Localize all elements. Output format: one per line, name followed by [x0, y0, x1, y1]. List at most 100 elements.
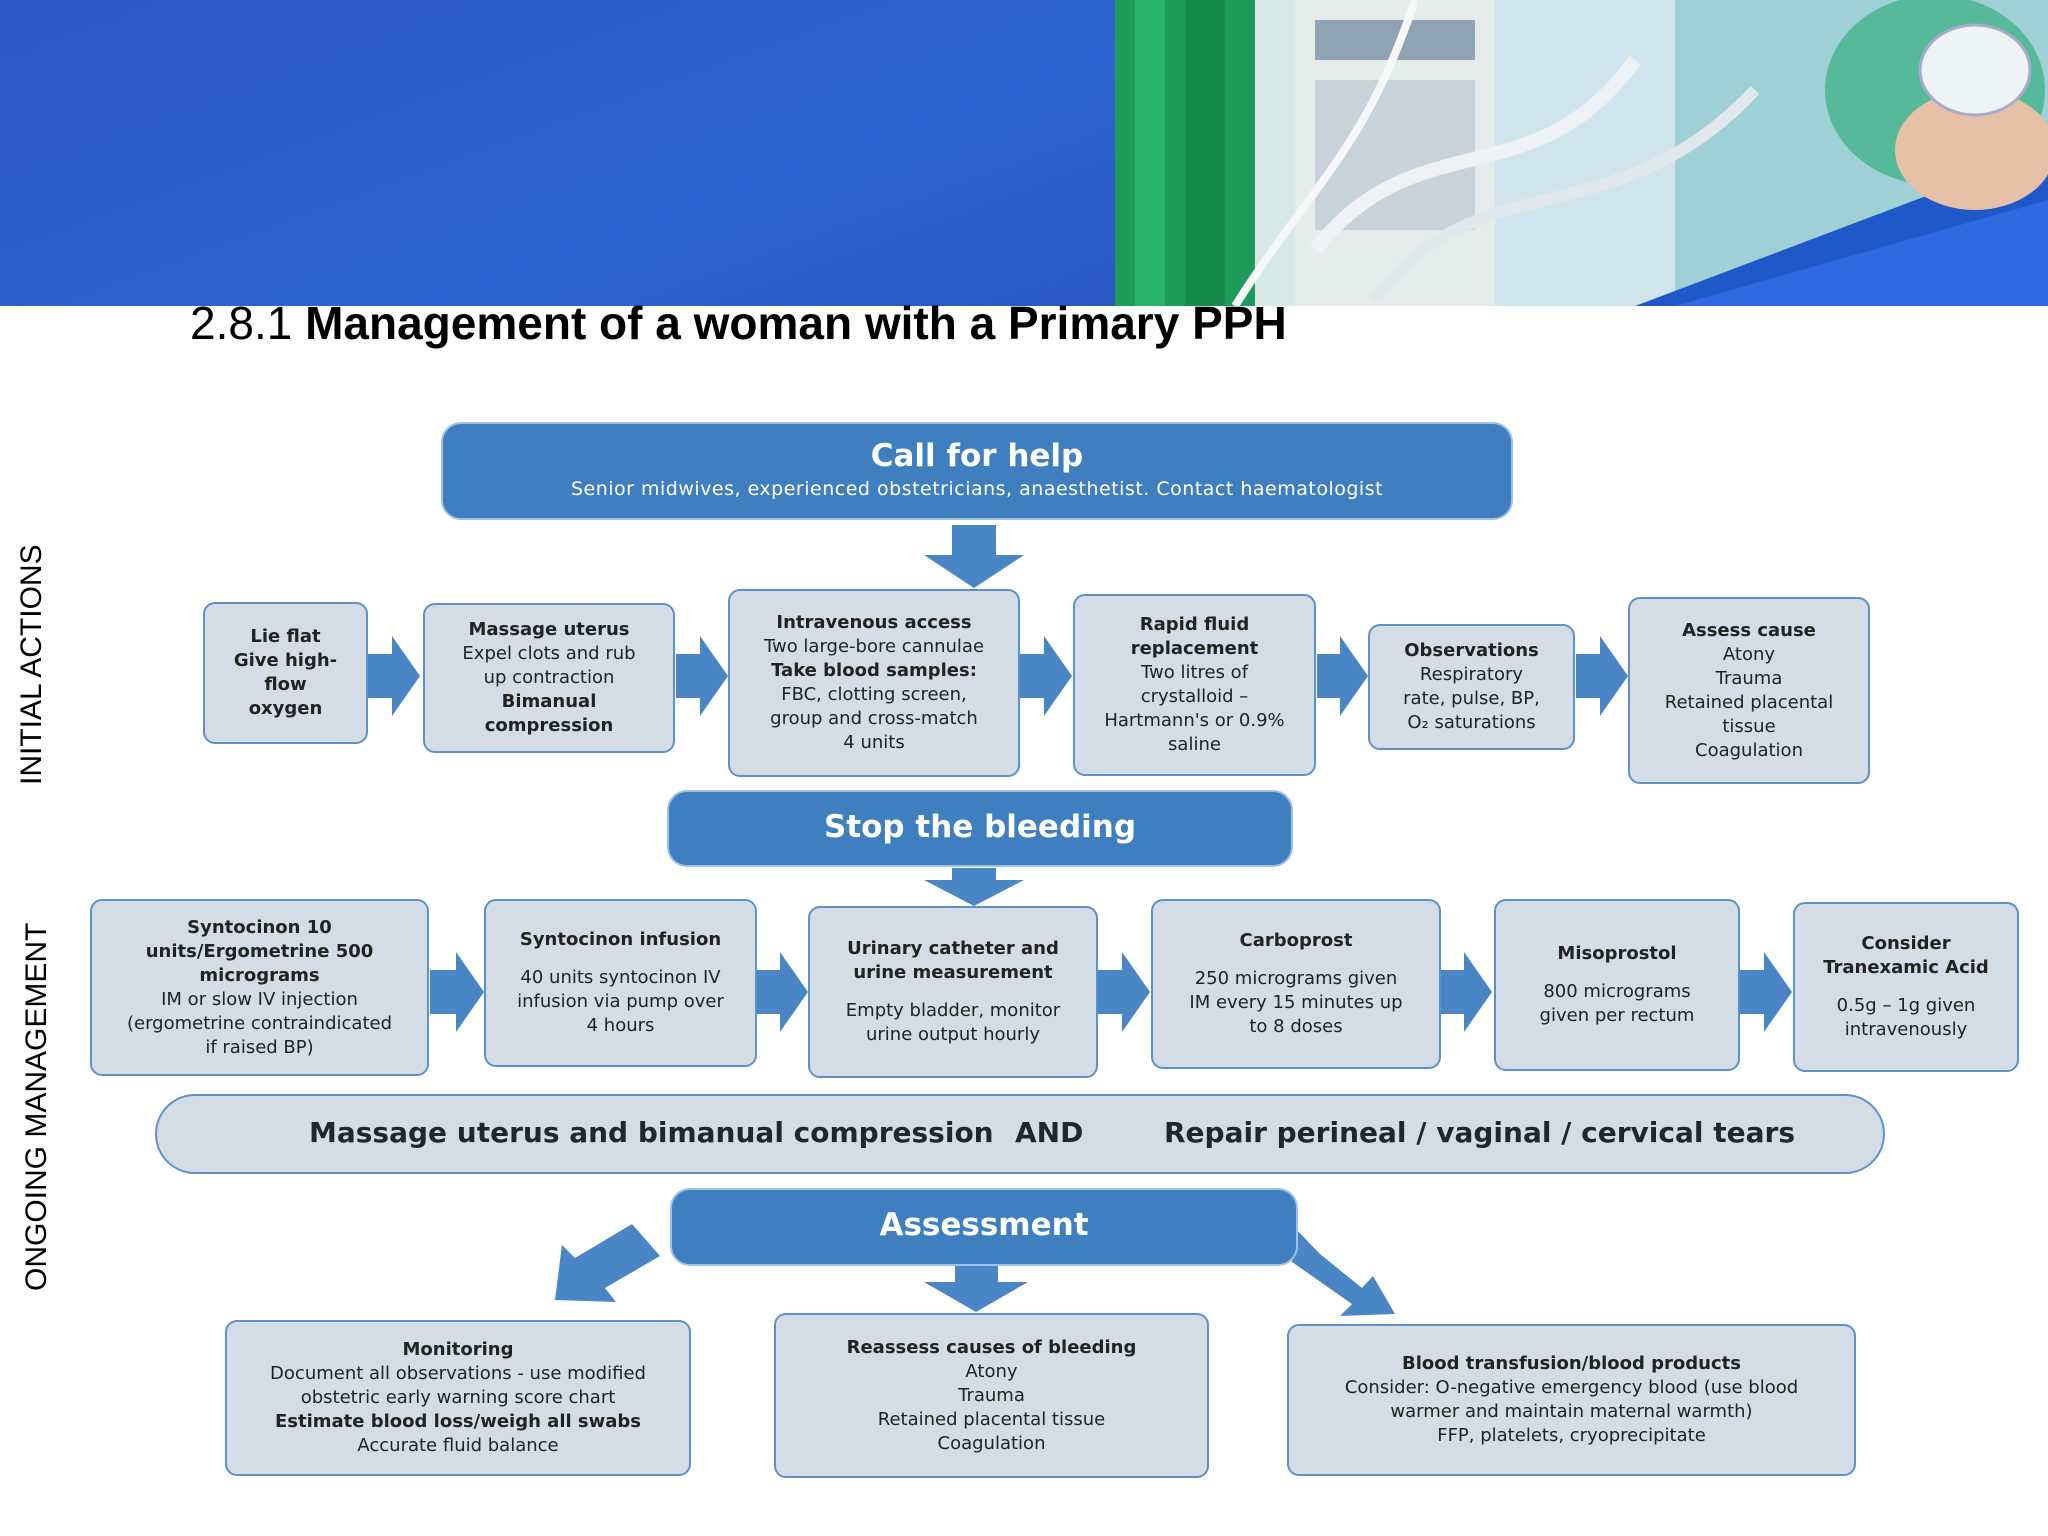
box-line: flow: [264, 674, 307, 695]
box-line: Syntocinon infusion: [519, 929, 722, 950]
box-line: Document all observations - use modified: [270, 1363, 646, 1384]
box-line: 40 units syntocinon IV: [520, 967, 721, 988]
box-line: tissue: [1722, 715, 1776, 737]
box-line: (ergometrine contraindicated: [126, 1012, 393, 1034]
box-line: Hartmann's or 0.9%: [1104, 710, 1285, 731]
box-line: Atony: [965, 1360, 1018, 1382]
box-line: Lie flat: [250, 626, 321, 647]
arrow-right-o5: [1740, 952, 1792, 1032]
box-line: obstetric early warning score chart: [300, 1387, 616, 1408]
box-line: group and cross-match: [770, 708, 978, 729]
box-line: IM or slow IV injection: [161, 988, 358, 1010]
box-line: Coagulation: [937, 1432, 1046, 1454]
box-line: Accurate fluid balance: [357, 1435, 559, 1456]
box-line: Rapid fluid: [1139, 614, 1250, 635]
page-title: 2.8.1 Management of a woman with a Prima…: [190, 297, 1287, 349]
down-arrow-1: [924, 525, 1024, 588]
box-line: Atony: [1722, 643, 1776, 665]
box-line: warmer and maintain maternal warmth): [1390, 1401, 1753, 1422]
box-line: FBC, clotting screen,: [781, 684, 967, 705]
box-line: Give high-: [233, 650, 338, 671]
box-line: Urinary catheter and: [847, 938, 1059, 959]
box-line: Carboprost: [1239, 930, 1353, 951]
box-line: Respiratory: [1419, 664, 1524, 685]
box-line: Two large-bore cannulae: [763, 636, 985, 657]
down-arrow-2: [924, 868, 1024, 906]
arrow-right-o3: [1098, 952, 1150, 1032]
stop-bleeding-banner: Stop the bleeding: [667, 790, 1293, 867]
diag-arrow-left: [555, 1224, 660, 1302]
box-line: saline: [1168, 734, 1221, 755]
arrow-right-o1: [430, 952, 484, 1032]
box-line: if raised BP): [205, 1036, 314, 1058]
band-right-text: Repair perineal / vaginal / cervical tea…: [1164, 1116, 1795, 1149]
box-line: urine measurement: [853, 962, 1053, 983]
arrow-right-o2: [757, 952, 808, 1032]
call-for-help-detail: Senior midwives, experienced obstetricia…: [570, 478, 1384, 500]
arrow-right-o4: [1441, 952, 1492, 1032]
box-line: Trauma: [958, 1384, 1025, 1406]
hospital-photo: [1115, 0, 2048, 306]
arrow-right-i3: [1020, 636, 1072, 716]
arrow-right-i2: [676, 636, 728, 716]
box-line: Bimanual: [501, 691, 597, 712]
arrow-right-i4: [1317, 636, 1368, 716]
arrow-right-i5: [1576, 636, 1628, 716]
box-line: crystalloid –: [1140, 686, 1249, 707]
box-line: given per rectum: [1539, 1005, 1695, 1026]
box-line: Massage uterus: [468, 619, 630, 640]
box-line: units/Ergometrine 500: [145, 940, 374, 962]
box-line: 800 micrograms: [1543, 981, 1691, 1002]
box-line: oxygen: [248, 698, 323, 719]
box-line: replacement: [1130, 638, 1259, 659]
box-line: 0.5g – 1g given: [1836, 995, 1976, 1016]
box-line: Intravenous access: [776, 612, 972, 633]
box-line: Retained placental tissue: [877, 1408, 1106, 1430]
box-line: Take blood samples:: [771, 660, 977, 681]
box-line: rate, pulse, BP,: [1403, 688, 1540, 709]
box-line: Coagulation: [1695, 739, 1803, 761]
stop-bleeding-heading: Stop the bleeding: [823, 809, 1137, 845]
call-for-help-banner: Call for help Senior midwives, experienc…: [441, 422, 1513, 520]
box-line: 4 hours: [586, 1015, 655, 1036]
diag-arrow-right: [1292, 1226, 1395, 1316]
box-line: compression: [484, 715, 614, 736]
box-line: Tranexamic Acid: [1823, 957, 1989, 978]
assessment-banner: Assessment: [670, 1188, 1298, 1266]
box-line: Misoprostol: [1557, 943, 1677, 964]
ongoing-box-2: Syntocinon infusion 40 units syntocinon I…: [484, 899, 757, 1067]
box-line: Consider: [1861, 933, 1951, 954]
box-line: 250 micrograms given: [1194, 968, 1398, 989]
massage-repair-band: Massage uterus and bimanual compression …: [155, 1094, 1885, 1174]
ongoing-box-5: Misoprostol 800 micrograms given per rectu…: [1494, 899, 1740, 1071]
box-line: FFP, platelets, cryoprecipitate: [1437, 1425, 1706, 1446]
box-line: urine output hourly: [866, 1024, 1040, 1045]
box-line: intravenously: [1844, 1019, 1968, 1040]
band-and-text: AND: [1015, 1116, 1084, 1149]
band-left-text: Massage uterus and bimanual compression: [309, 1116, 994, 1149]
box-line: Consider: O-negative emergency blood (us…: [1344, 1377, 1799, 1398]
assessment-heading: Assessment: [879, 1207, 1089, 1243]
box-line: Syntocinon 10: [187, 916, 332, 938]
box-line: Expel clots and rub: [462, 643, 636, 664]
header-banner: [0, 0, 2048, 306]
box-line: Blood transfusion/blood products: [1402, 1353, 1741, 1374]
down-arrow-3: [924, 1265, 1028, 1312]
box-line: Monitoring: [402, 1339, 514, 1360]
box-line: infusion via pump over: [517, 991, 724, 1012]
box-line: up contraction: [483, 667, 615, 688]
arrow-right-i1: [367, 636, 420, 716]
